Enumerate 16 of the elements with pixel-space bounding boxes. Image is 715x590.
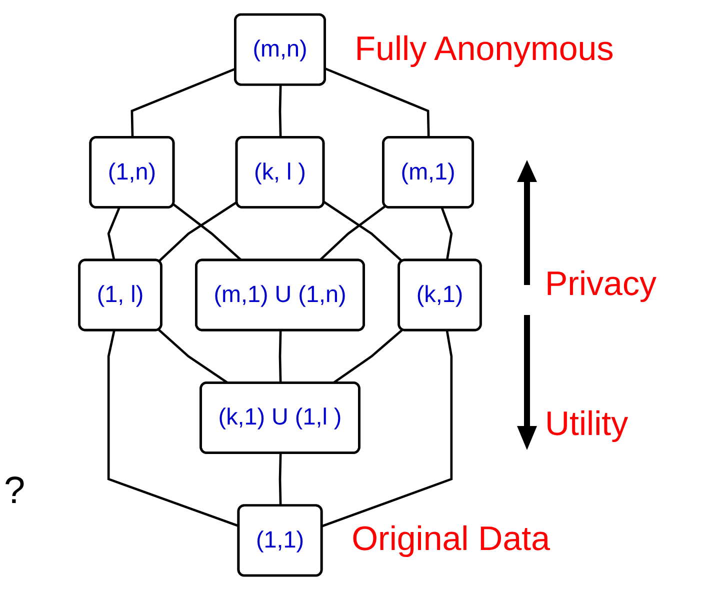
connector bbox=[107, 207, 120, 261]
connector bbox=[158, 201, 238, 262]
connector bbox=[130, 68, 236, 138]
side-label: Fully Anonymous bbox=[354, 30, 614, 69]
axis-label: Utility bbox=[545, 405, 628, 444]
connector bbox=[324, 68, 430, 138]
connector bbox=[440, 208, 453, 261]
connector bbox=[323, 201, 404, 262]
axis-label: Privacy bbox=[545, 265, 656, 304]
connector bbox=[322, 330, 453, 528]
side-label: Original Data bbox=[352, 520, 550, 560]
connector bbox=[278, 453, 282, 506]
connector bbox=[278, 85, 282, 138]
question-mark: ? bbox=[4, 470, 26, 513]
connector bbox=[278, 330, 282, 384]
connector bbox=[107, 330, 240, 528]
